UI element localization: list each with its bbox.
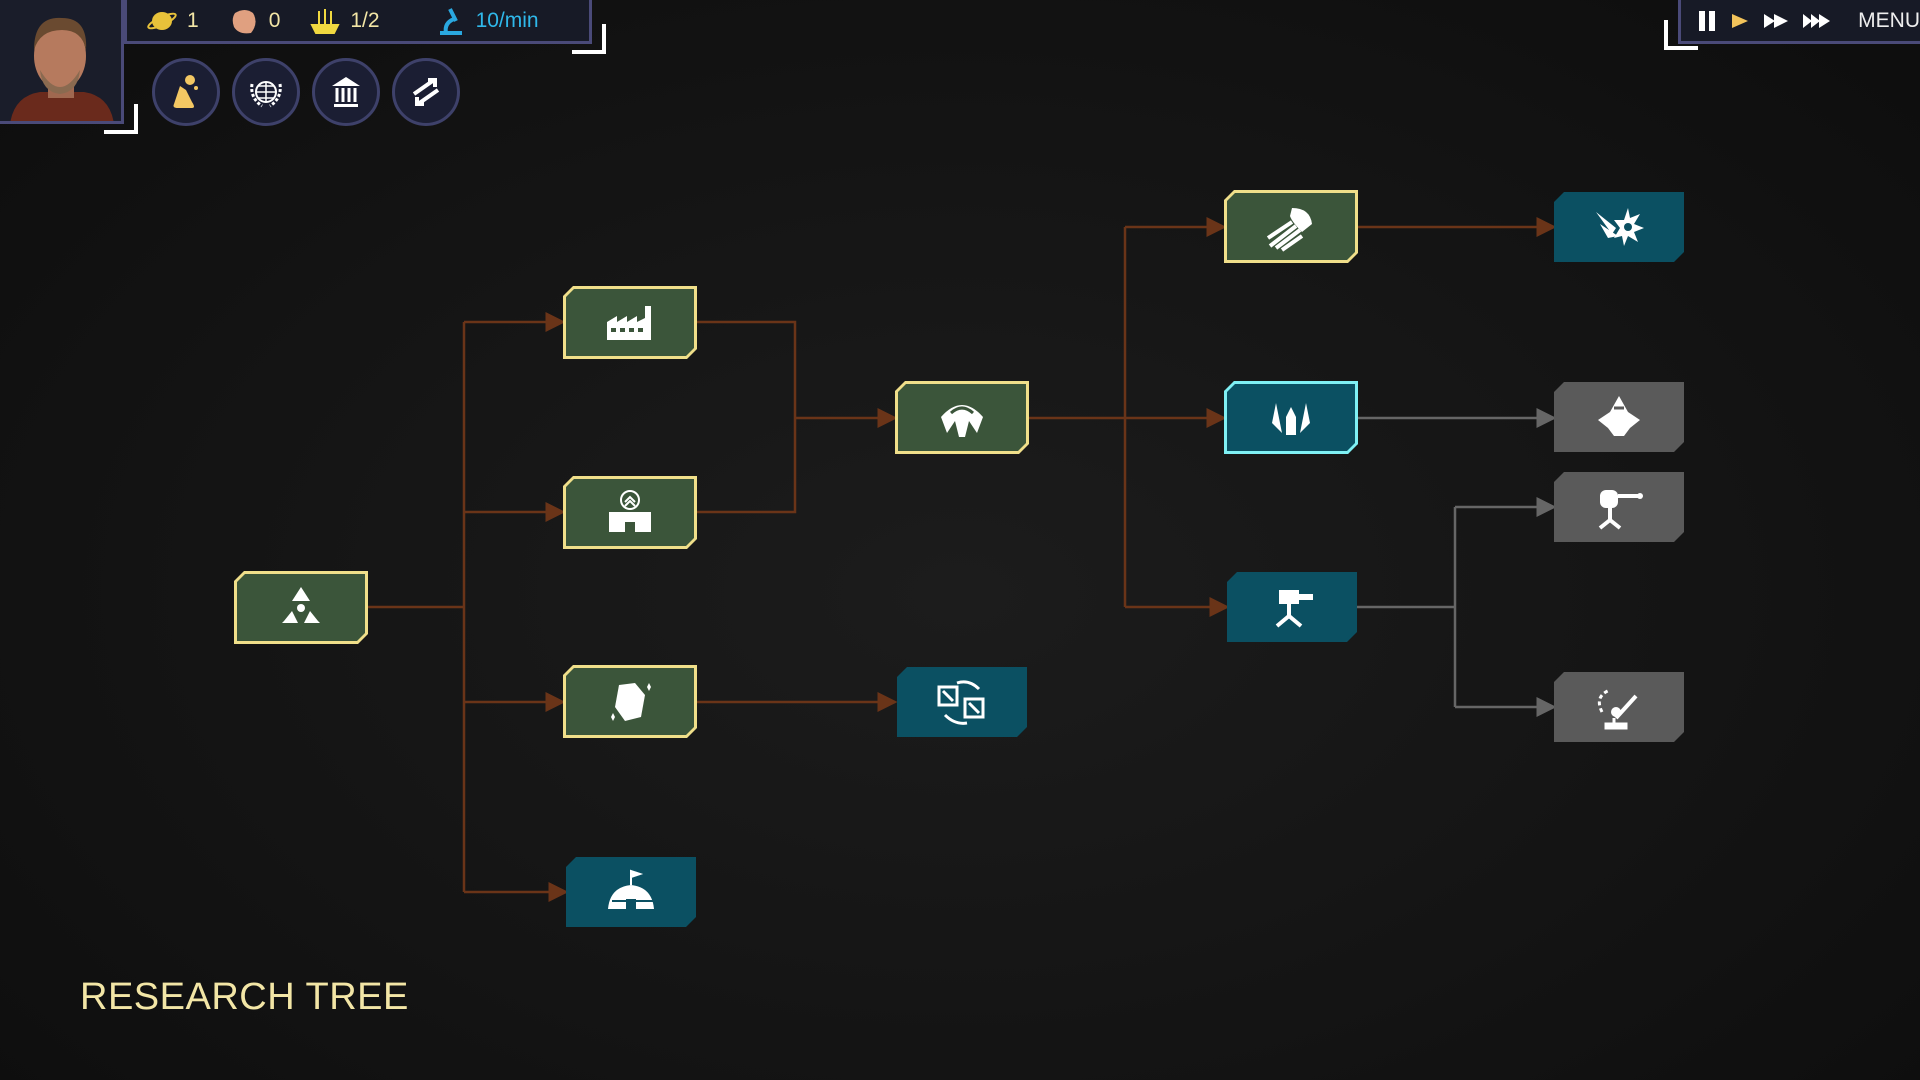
frigate-icon <box>933 393 991 443</box>
leader-avatar <box>10 17 114 121</box>
trade-button[interactable] <box>392 58 460 126</box>
diplomacy-button[interactable] <box>232 58 300 126</box>
resource-ship: 1/2 <box>310 7 380 35</box>
tech-node-engines[interactable] <box>1224 190 1358 263</box>
resource-bar: 1 0 1/2 10/min <box>124 0 592 44</box>
resource-value: 1 <box>187 8 199 32</box>
research-button[interactable] <box>152 58 220 126</box>
resource-microscope: 10/min <box>436 7 539 35</box>
radar-icon <box>1590 682 1648 732</box>
factory-icon <box>601 298 659 348</box>
radiation-icon <box>272 583 330 633</box>
trade-icon <box>412 78 440 106</box>
impact-icon <box>1590 202 1648 252</box>
turret-icon <box>1263 582 1321 632</box>
exchange-icon <box>933 677 991 727</box>
resource-value: 0 <box>268 8 281 32</box>
thruster-icon <box>1262 202 1320 252</box>
speed-controls: MENU <box>1678 0 1920 44</box>
tech-node-radar[interactable] <box>1554 672 1684 742</box>
tech-node-exchange[interactable] <box>897 667 1027 737</box>
corner-bracket <box>104 104 138 134</box>
planet-icon <box>147 11 177 30</box>
resource-value: 10/min <box>475 8 539 32</box>
connector <box>697 320 797 514</box>
tech-node-cruiser[interactable] <box>1554 382 1684 452</box>
ore-icon <box>601 677 659 727</box>
academy-icon <box>601 488 659 538</box>
tech-node-root[interactable] <box>234 571 368 644</box>
resource-value: 1/2 <box>350 8 380 32</box>
cruiser-icon <box>1590 392 1648 442</box>
page-title: RESEARCH TREE <box>80 976 409 1018</box>
fast-forward-icon[interactable] <box>1762 11 1789 31</box>
connector <box>1356 507 1457 707</box>
tech-node-turret[interactable] <box>1227 572 1357 642</box>
resource-asteroid: 0 <box>229 7 281 35</box>
diplomacy-icon <box>250 81 282 108</box>
government-button[interactable] <box>312 58 380 126</box>
pause-icon[interactable] <box>1697 9 1716 33</box>
tech-node-fighter[interactable] <box>1224 381 1358 454</box>
tech-node-laser-turret[interactable] <box>1554 472 1684 542</box>
leader-portrait[interactable] <box>0 0 124 124</box>
corner-bracket <box>1664 20 1698 50</box>
corner-bracket <box>572 24 606 54</box>
tech-node-industry[interactable] <box>563 286 697 359</box>
play-icon[interactable] <box>1730 11 1749 31</box>
fighter-icon <box>1262 393 1320 443</box>
tech-node-frigate[interactable] <box>895 381 1029 454</box>
government-icon <box>332 77 360 107</box>
tech-node-impact[interactable] <box>1554 192 1684 262</box>
research-icon <box>173 75 198 108</box>
dome-base-icon <box>602 867 660 917</box>
microscope-icon <box>439 7 462 35</box>
asteroid-icon <box>232 9 256 33</box>
menu-button[interactable]: MENU <box>1858 8 1920 32</box>
ship-icon <box>310 8 340 34</box>
tech-node-mining[interactable] <box>563 665 697 738</box>
tech-node-outpost[interactable] <box>566 857 696 927</box>
fastest-forward-icon[interactable] <box>1802 11 1831 31</box>
tech-node-academy[interactable] <box>563 476 697 549</box>
laser-turret-icon <box>1590 482 1648 532</box>
resource-planet: 1 <box>147 7 199 35</box>
